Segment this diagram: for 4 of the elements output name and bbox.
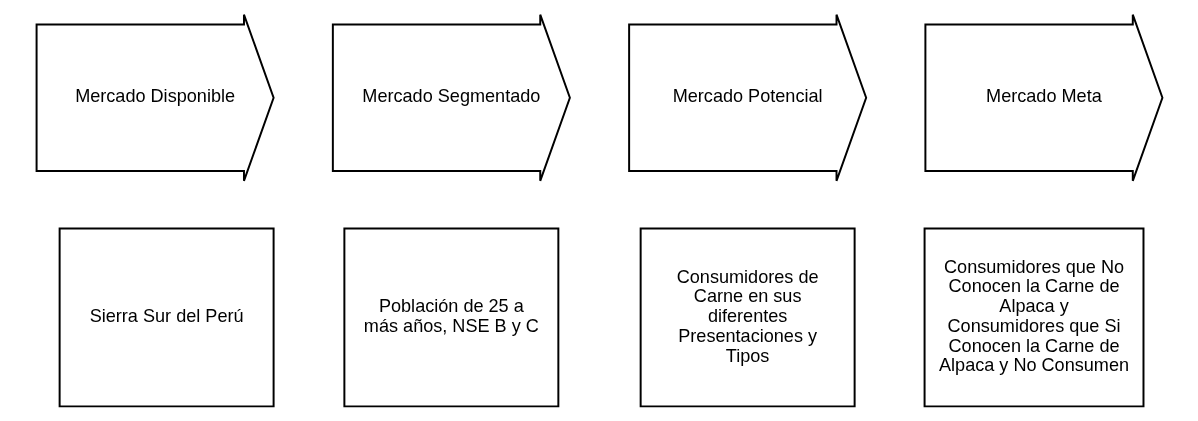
node-box: Consumidores de Carne en sus diferentes Presentaciones y Tipos (639, 227, 856, 408)
node-box: Sierra Sur del Perú (58, 227, 275, 408)
node-box: Población de 25 a más años, NSE B y C (342, 227, 559, 408)
node-box: Consumidores que No Conocen la Carne de Alpaca y Consumidores que Si Conocen la Carne de Alpaca y No Consumen (923, 227, 1144, 408)
